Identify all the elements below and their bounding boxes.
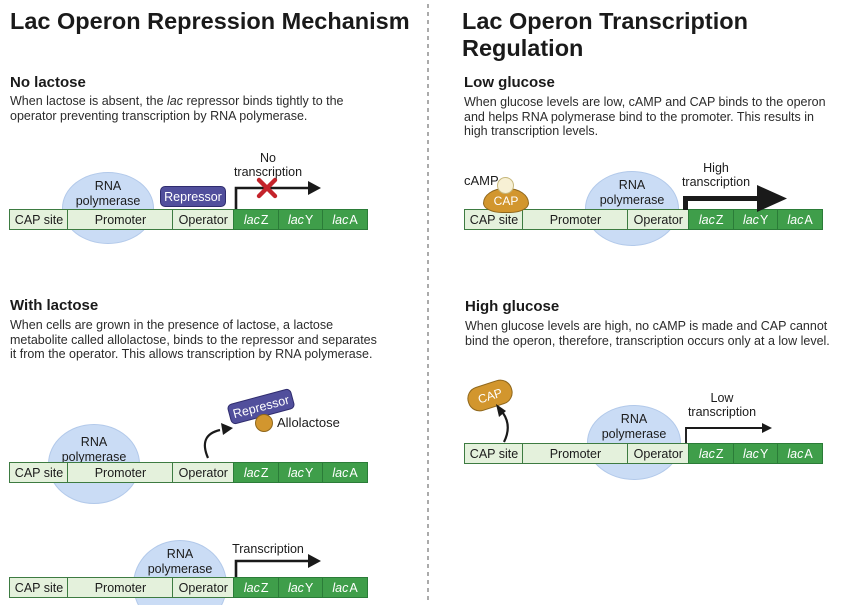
allolactose-label: Allolactose <box>277 415 340 430</box>
dna-segment-operator: Operator <box>171 462 235 483</box>
dna-segment-promoter: Promoter <box>522 443 629 464</box>
page-title-left: Lac Operon Repression Mechanism <box>10 8 410 34</box>
paragraph-text: When lactose is absent, the <box>10 94 168 108</box>
dna-segment-operator: Operator <box>171 577 235 598</box>
high-transcription-label: High transcription <box>681 161 751 189</box>
rna-polymerase-blob: RNA polymerase <box>585 171 679 246</box>
rna-polymerase-label: RNA polymerase <box>147 547 213 576</box>
allolactose-dot <box>255 414 273 432</box>
camp-dot <box>497 177 514 194</box>
transcription-label: Transcription <box>232 542 304 556</box>
dna-segment-operator: Operator <box>626 443 690 464</box>
dna-segment-operator: Operator <box>626 209 690 230</box>
low-transcription-label: Low transcription <box>687 391 757 419</box>
cap-blob: CAP <box>464 376 516 415</box>
dna-segment-promoter: Promoter <box>67 209 174 230</box>
dna-segment-cap-site: CAP site <box>9 462 69 483</box>
heading-low-glucose: Low glucose <box>464 74 555 91</box>
paragraph-high-glucose: When glucose levels are high, no cAMP is… <box>465 319 830 348</box>
high-transcription-arrow <box>683 185 787 212</box>
rna-polymerase-label: RNA polymerase <box>601 412 667 441</box>
paragraph-with-lactose: When cells are grown in the presence of … <box>10 318 377 362</box>
paragraph-no-lactose: When lactose is absent, the lac represso… <box>10 94 390 123</box>
dna-segment-cap-site: CAP site <box>9 209 69 230</box>
transcription-arrow <box>234 554 321 577</box>
cap-blob: CAP <box>483 188 529 213</box>
low-transcription-arrow <box>685 423 772 443</box>
heading-no-lactose: No lactose <box>10 74 86 91</box>
paragraph-low-glucose: When glucose levels are low, cAMP and CA… <box>464 95 826 139</box>
rna-polymerase-label: RNA polymerase <box>75 179 141 208</box>
repressor-badge: Repressor <box>160 186 226 207</box>
repressor-release-arrow <box>203 423 233 459</box>
camp-label: cAMP <box>464 173 499 188</box>
rna-polymerase-blob: RNA polymerase <box>587 405 681 480</box>
cap-release-arrow <box>496 404 509 443</box>
dna-segment-promoter: Promoter <box>522 209 629 230</box>
dna-segment-cap-site: CAP site <box>464 443 524 464</box>
lac-italic: lac <box>167 94 184 108</box>
no-transcription-label: No transcription <box>233 151 303 179</box>
dna-segment-operator: Operator <box>171 209 235 230</box>
page-title-right: Lac Operon Transcription Regulation <box>462 8 748 61</box>
paragraph-text: repressor binds tightly to the operator … <box>10 94 344 123</box>
dna-segment-cap-site: CAP site <box>464 209 524 230</box>
rna-polymerase-label: RNA polymerase <box>61 435 127 464</box>
repressor-badge: Repressor <box>226 387 296 426</box>
rna-polymerase-blob: RNA polymerase <box>48 424 140 504</box>
heading-with-lactose: With lactose <box>10 297 99 314</box>
dna-segment-cap-site: CAP site <box>9 577 69 598</box>
rna-polymerase-blob: RNA polymerase <box>133 540 227 605</box>
no-transcription-arrow <box>234 177 321 209</box>
column-divider <box>427 4 429 601</box>
red-x-icon <box>256 177 278 199</box>
rna-polymerase-label: RNA polymerase <box>599 178 665 207</box>
dna-segment-promoter: Promoter <box>67 462 174 483</box>
heading-high-glucose: High glucose <box>465 298 560 315</box>
dna-segment-promoter: Promoter <box>67 577 174 598</box>
rna-polymerase-blob: RNA polymerase <box>62 172 154 244</box>
